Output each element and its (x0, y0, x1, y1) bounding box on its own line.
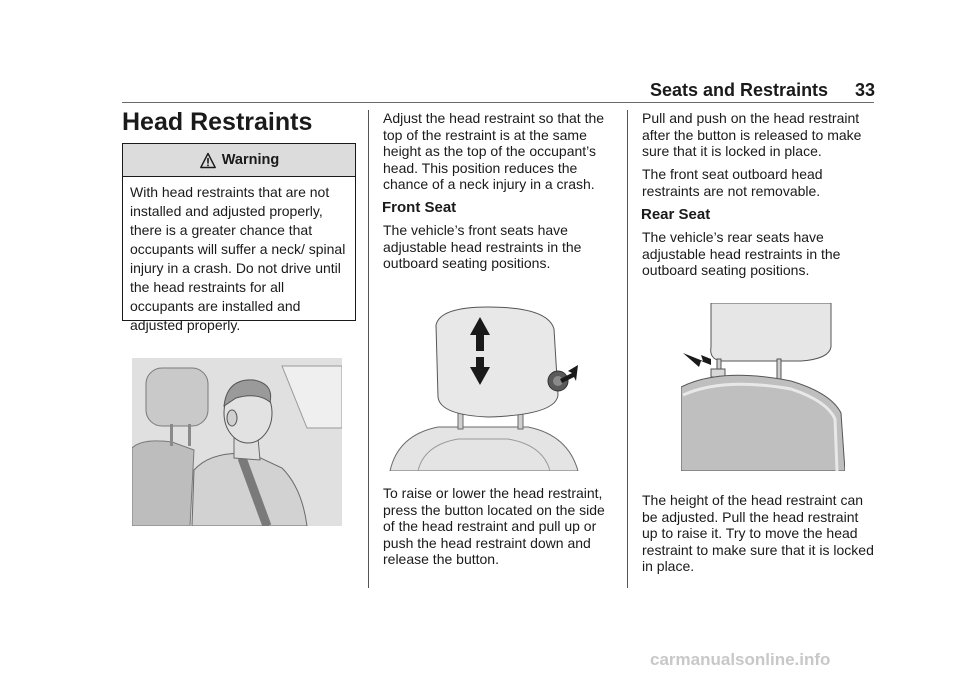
warning-text: With head restraints that are not instal… (130, 184, 346, 333)
warning-box: Warning With head restraints that are no… (122, 143, 356, 333)
locked-paragraph: Pull and push on the head restraint afte… (642, 110, 862, 159)
page-number: 33 (855, 80, 876, 100)
intro-paragraph: Adjust the head restraint so that the to… (383, 110, 605, 192)
warning-header: Warning (123, 144, 355, 177)
header-rule (122, 102, 874, 103)
not-removable-paragraph: The front seat outboard head restraints … (642, 166, 823, 199)
rear-seat-paragraph: The vehicle’s rear seats have adjustable… (642, 229, 841, 278)
section-title: Seats and Restraints (650, 80, 829, 100)
rear-seat-heading: Rear Seat (641, 206, 711, 223)
rear-head-restraint-illustration (681, 303, 845, 471)
occupant-head-restraint-illustration (132, 358, 342, 526)
front-seat-heading: Front Seat (382, 199, 457, 216)
warning-icon (199, 152, 216, 168)
front-head-restraint-illustration (389, 306, 579, 471)
warning-label: Warning (221, 152, 280, 168)
page-title: Head Restraints (122, 108, 313, 136)
raise-lower-paragraph: To raise or lower the head restraint, pr… (383, 485, 605, 567)
front-seat-paragraph: The vehicle’s front seats have adjustabl… (383, 222, 582, 271)
column-divider (368, 110, 369, 588)
height-adjust-paragraph: The height of the head restraint can be … (642, 492, 874, 574)
watermark: carmanualsonline.info (650, 650, 831, 669)
column-divider (627, 110, 628, 588)
